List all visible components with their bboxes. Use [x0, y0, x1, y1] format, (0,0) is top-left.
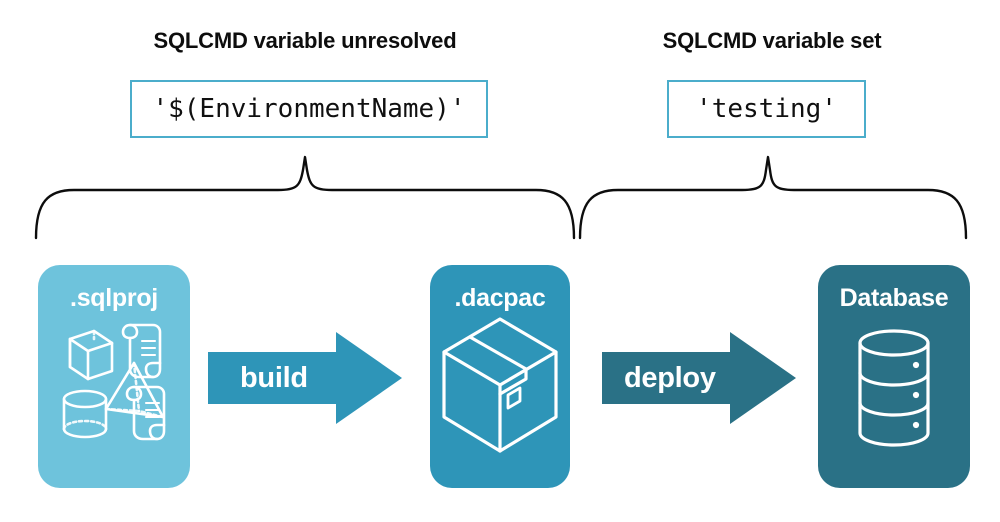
group-heading-left: SQLCMD variable unresolved [153, 28, 457, 53]
arrow-right-icon-build [208, 332, 402, 424]
sqlcmd-value-box-right: 'testing' [667, 80, 866, 138]
brace-group [34, 155, 968, 240]
sqlcmd-value-right: 'testing' [696, 94, 837, 124]
cube-icon [68, 329, 114, 381]
sqlcmd-value-box-left: '$(EnvironmentName)' [130, 80, 488, 138]
stage-box-dacpac: .dacpac [430, 265, 570, 488]
database-cylinder-icon [858, 329, 930, 447]
sqlcmd-value-left: '$(EnvironmentName)' [152, 94, 466, 124]
arrow-right-icon-deploy [602, 332, 796, 424]
scroll-icon-bottom [125, 385, 166, 441]
curly-brace-left-icon [34, 155, 576, 240]
project-artifacts-icon [62, 323, 166, 441]
package-box-icon [442, 317, 558, 453]
stage-label-database: Database [839, 284, 949, 312]
arrow-build: build [208, 330, 403, 426]
group-heading-right: SQLCMD variable set [662, 28, 882, 53]
stage-box-sqlproj: .sqlproj [38, 265, 190, 488]
curly-brace-right-icon [578, 155, 968, 240]
cylinder-icon [62, 389, 108, 439]
stage-box-database: Database [818, 265, 970, 488]
scroll-icon-top [121, 323, 162, 379]
stage-label-sqlproj: .sqlproj [70, 284, 158, 312]
stage-label-dacpac: .dacpac [454, 284, 546, 312]
arrow-deploy: deploy [602, 330, 797, 426]
